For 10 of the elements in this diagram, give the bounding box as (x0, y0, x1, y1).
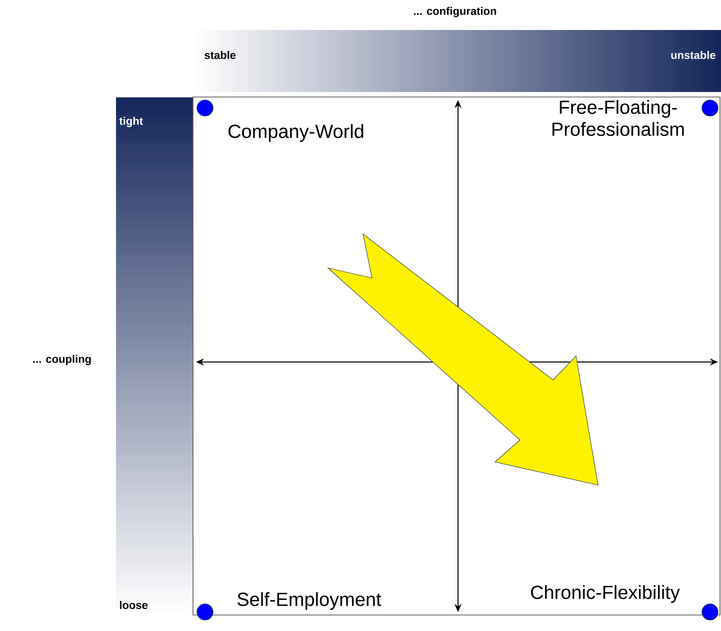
axis-title: ... configuration (414, 6, 496, 18)
quadrant-label: Self-Employment (238, 592, 382, 610)
quadrant-label: Chronic-Flexibility (531, 585, 680, 603)
quadrant-label: Company-World (228, 124, 364, 142)
scale-label: unstable (671, 50, 716, 60)
scale-label: tight (119, 116, 143, 128)
axis-title: ... coupling (33, 354, 91, 366)
scale-label: stable (204, 50, 236, 60)
scale-label: loose (120, 600, 148, 610)
quadrant-label: Free-Floating-Professionalism (552, 100, 684, 136)
